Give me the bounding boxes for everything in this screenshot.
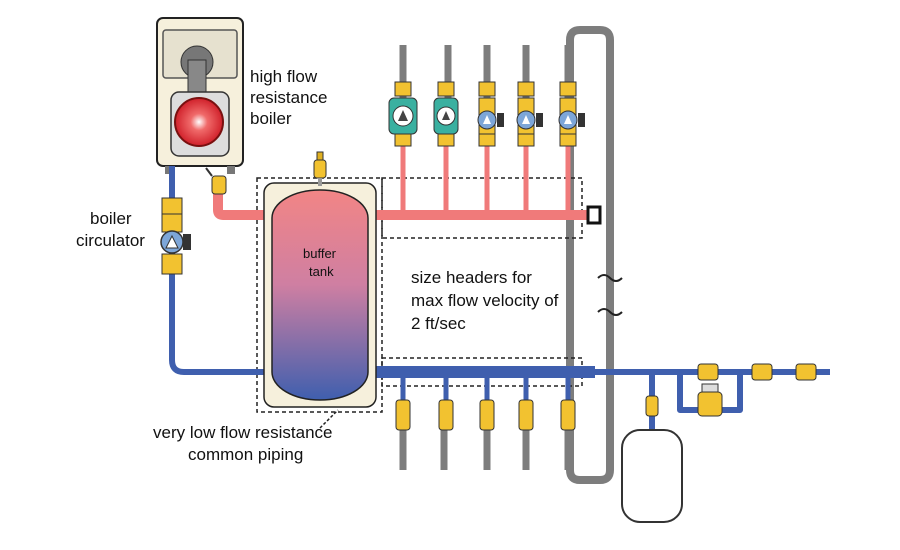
hot-branch-risers (400, 145, 571, 212)
cold-header (355, 366, 595, 378)
label-headers: size headers for max flow velocity of 2 … (411, 268, 559, 333)
pressure-reducing-valve-icon (697, 383, 723, 417)
label-common-piping: very low flow resistance common piping (153, 423, 333, 464)
gray-return-loop (566, 26, 614, 484)
label-boiler: high flow resistance boiler (250, 67, 327, 128)
pipe-break-lower (597, 308, 623, 316)
hot-supply-piping (213, 190, 590, 220)
expansion-tank-icon (621, 395, 683, 523)
svg-text:common piping: common piping (188, 445, 303, 464)
burner-icon (174, 97, 224, 147)
pipe-break-upper (597, 274, 623, 282)
svg-text:circulator: circulator (76, 231, 145, 250)
svg-text:max flow velocity of: max flow velocity of (411, 291, 559, 310)
zone-return-valves (395, 399, 576, 431)
svg-text:boiler: boiler (250, 109, 292, 128)
air-vent-icon (313, 151, 327, 186)
cold-branch-drops (400, 378, 571, 400)
svg-text:resistance: resistance (250, 88, 327, 107)
svg-text:very low flow resistance: very low flow resistance (153, 423, 333, 442)
boiler-supply-valve-icon (205, 167, 227, 195)
svg-text:size headers for: size headers for (411, 268, 532, 287)
label-circulator: boiler circulator (76, 209, 145, 250)
label-tank: buffer tank (303, 246, 337, 279)
header-cap (586, 205, 602, 225)
circulator-pump-icon (160, 197, 191, 275)
leader-line (319, 409, 339, 429)
svg-text:boiler: boiler (90, 209, 132, 228)
buffer-tank (263, 182, 377, 408)
boiler (156, 17, 244, 174)
svg-text:high flow: high flow (250, 67, 318, 86)
zone-circulators (388, 81, 585, 147)
feed-valves (697, 363, 817, 381)
svg-text:2 ft/sec: 2 ft/sec (411, 314, 466, 333)
svg-text:buffer: buffer (303, 246, 337, 261)
svg-text:tank: tank (309, 264, 334, 279)
